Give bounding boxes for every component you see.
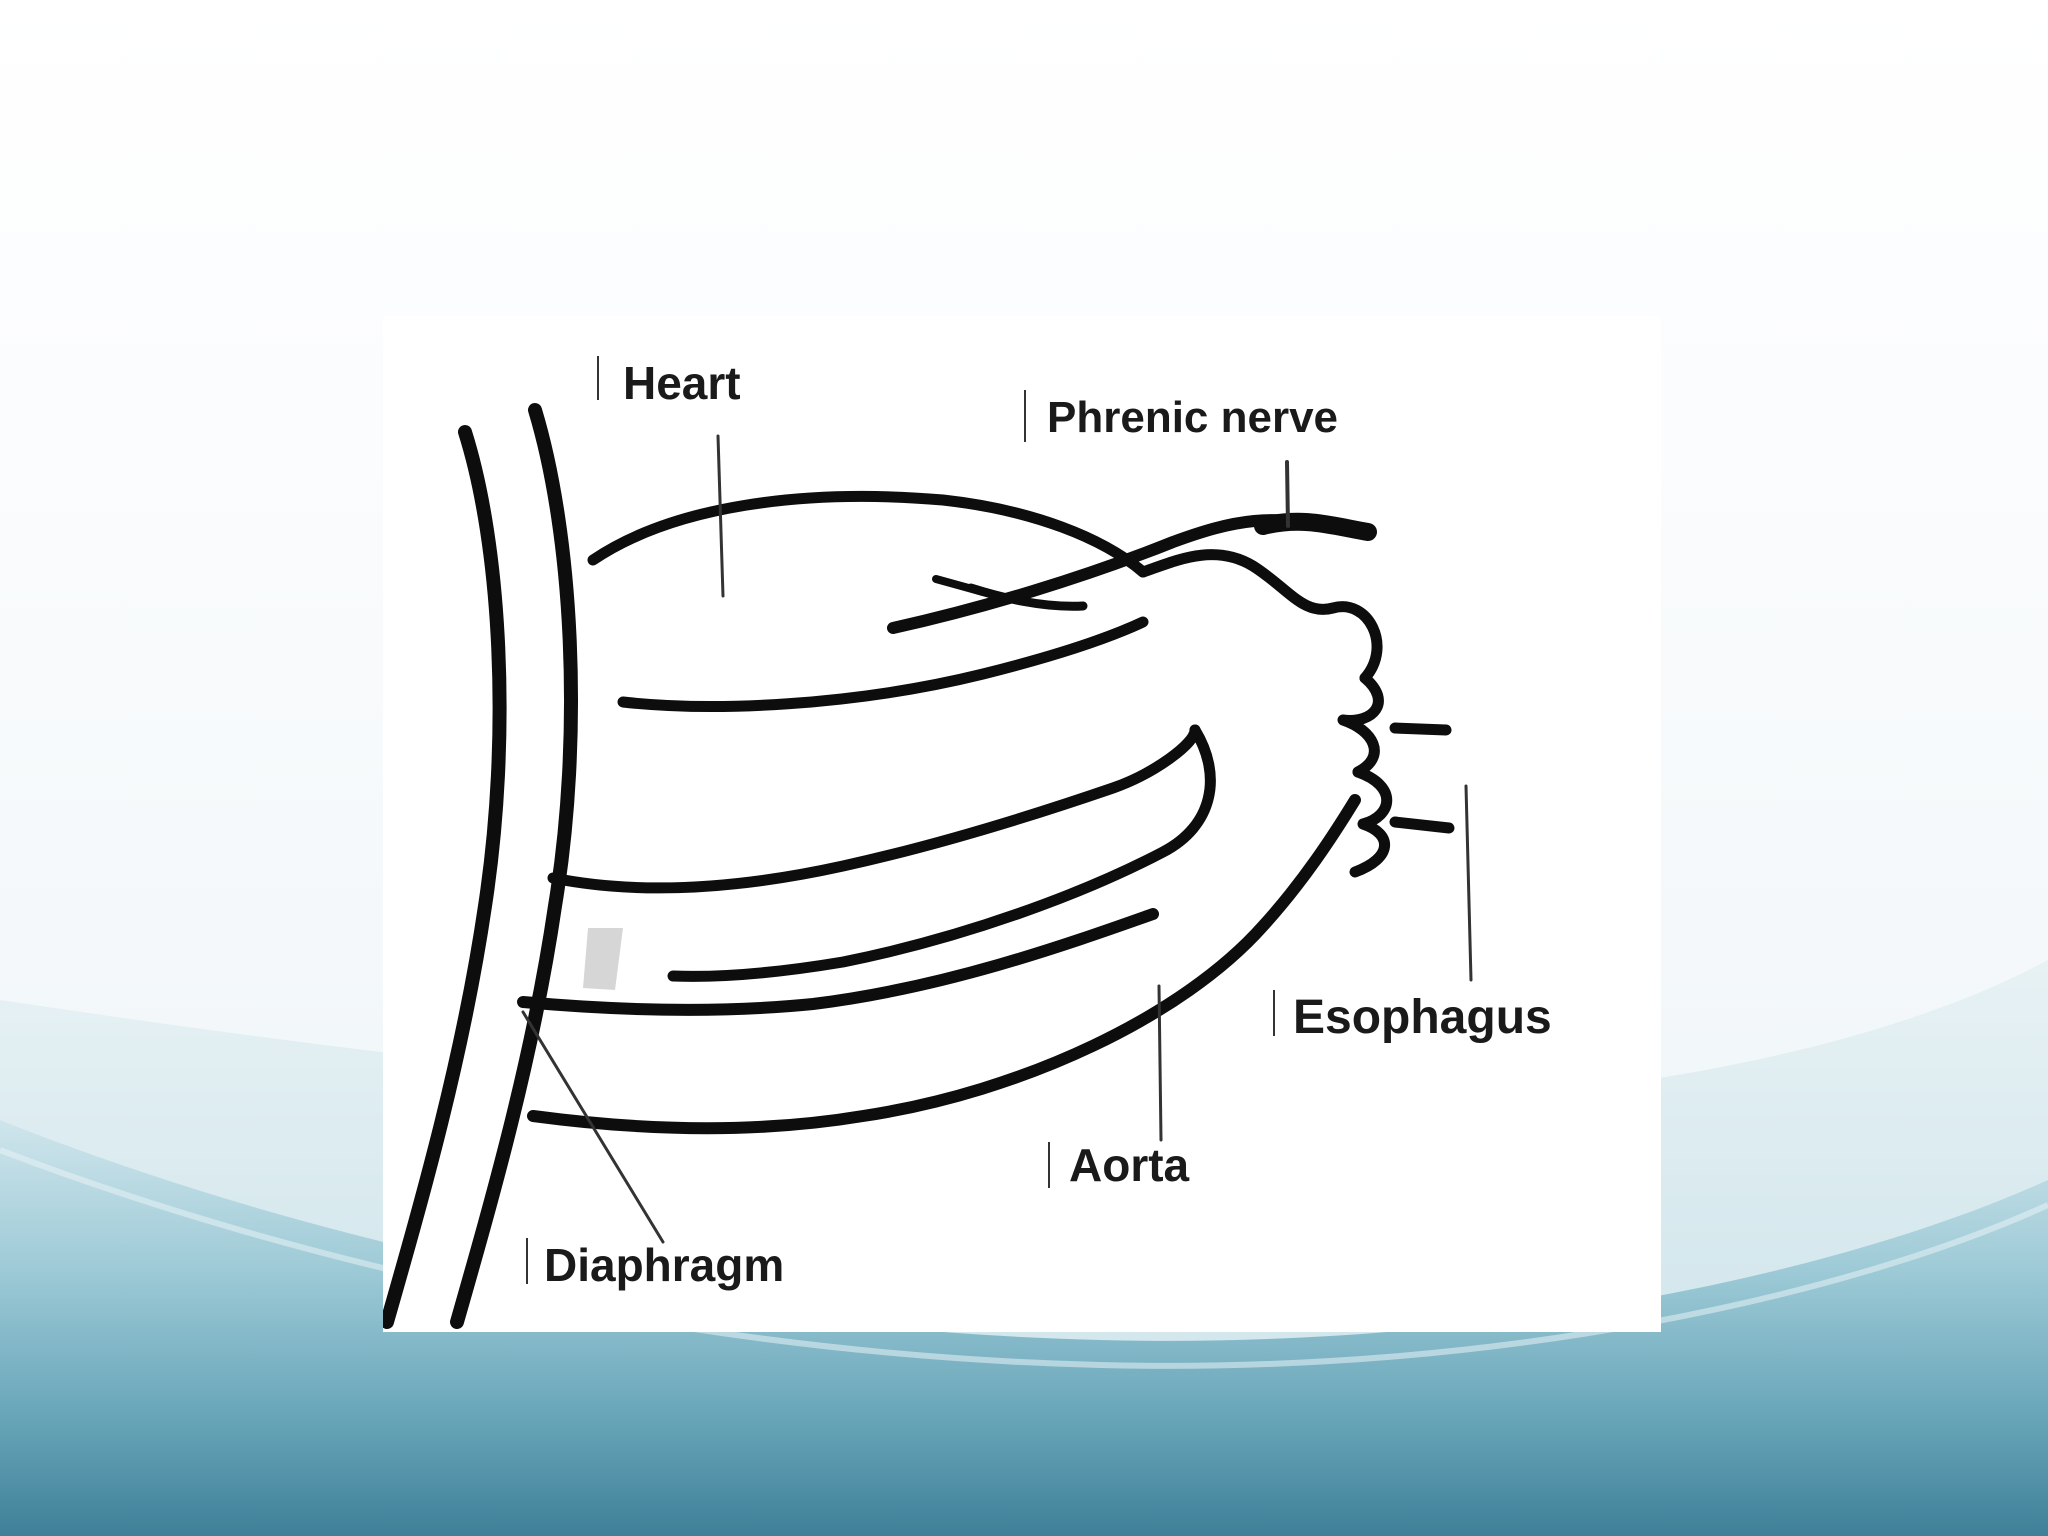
diaphragm-label-tick	[526, 1238, 528, 1284]
esophagus-label: Esophagus	[1293, 991, 1552, 1044]
wave-highlight	[0, 1147, 2048, 1369]
esophagus-leader-line	[1464, 784, 1473, 982]
diaphragm-label: Diaphragm	[544, 1239, 785, 1291]
anatomy-figure: Heart Phrenic nerve Esophagus Aorta Diap…	[383, 316, 1661, 1332]
aorta-shading	[583, 928, 623, 990]
esophagus-upper-band	[547, 724, 1201, 894]
heart-label: Heart	[623, 357, 741, 409]
wave-band-dark	[0, 1120, 2048, 1536]
heart-outline-top	[587, 490, 1149, 578]
esophagus-tube-top	[1389, 722, 1452, 736]
aorta-upper-edge	[517, 908, 1159, 1016]
phrenic-nerve-label: Phrenic nerve	[1047, 393, 1339, 442]
phrenic-nerve-twig	[932, 575, 987, 596]
phrenic-nerve-main	[887, 514, 1349, 634]
esophagus-top-bulge	[1137, 549, 1383, 684]
aorta-lower-line	[527, 794, 1361, 1135]
phrenic-label-tick	[1024, 390, 1026, 442]
aorta-label: Aorta	[1069, 1139, 1190, 1191]
aorta-leader-line	[1157, 984, 1163, 1142]
aorta-label-tick	[1048, 1142, 1050, 1188]
diaphragm-inner-line	[450, 403, 579, 1329]
phrenic-nerve-thick	[1254, 512, 1377, 541]
esophagus-lobe-1	[1337, 672, 1384, 778]
phrenic-leader-line	[1285, 460, 1290, 528]
anatomy-drawing	[383, 403, 1473, 1329]
heart-outline-bottom	[617, 616, 1149, 712]
esophagus-label-tick	[1273, 990, 1275, 1036]
esophagus-inner-curve	[667, 724, 1216, 982]
heart-leader-line	[716, 434, 725, 598]
esophagus-tube-bottom	[1389, 816, 1455, 834]
heart-label-tick	[597, 356, 599, 400]
esophagus-lobe-2	[1349, 766, 1393, 878]
diaphragm-outer-line	[383, 425, 507, 1329]
diaphragm-leader-line	[521, 1010, 665, 1244]
